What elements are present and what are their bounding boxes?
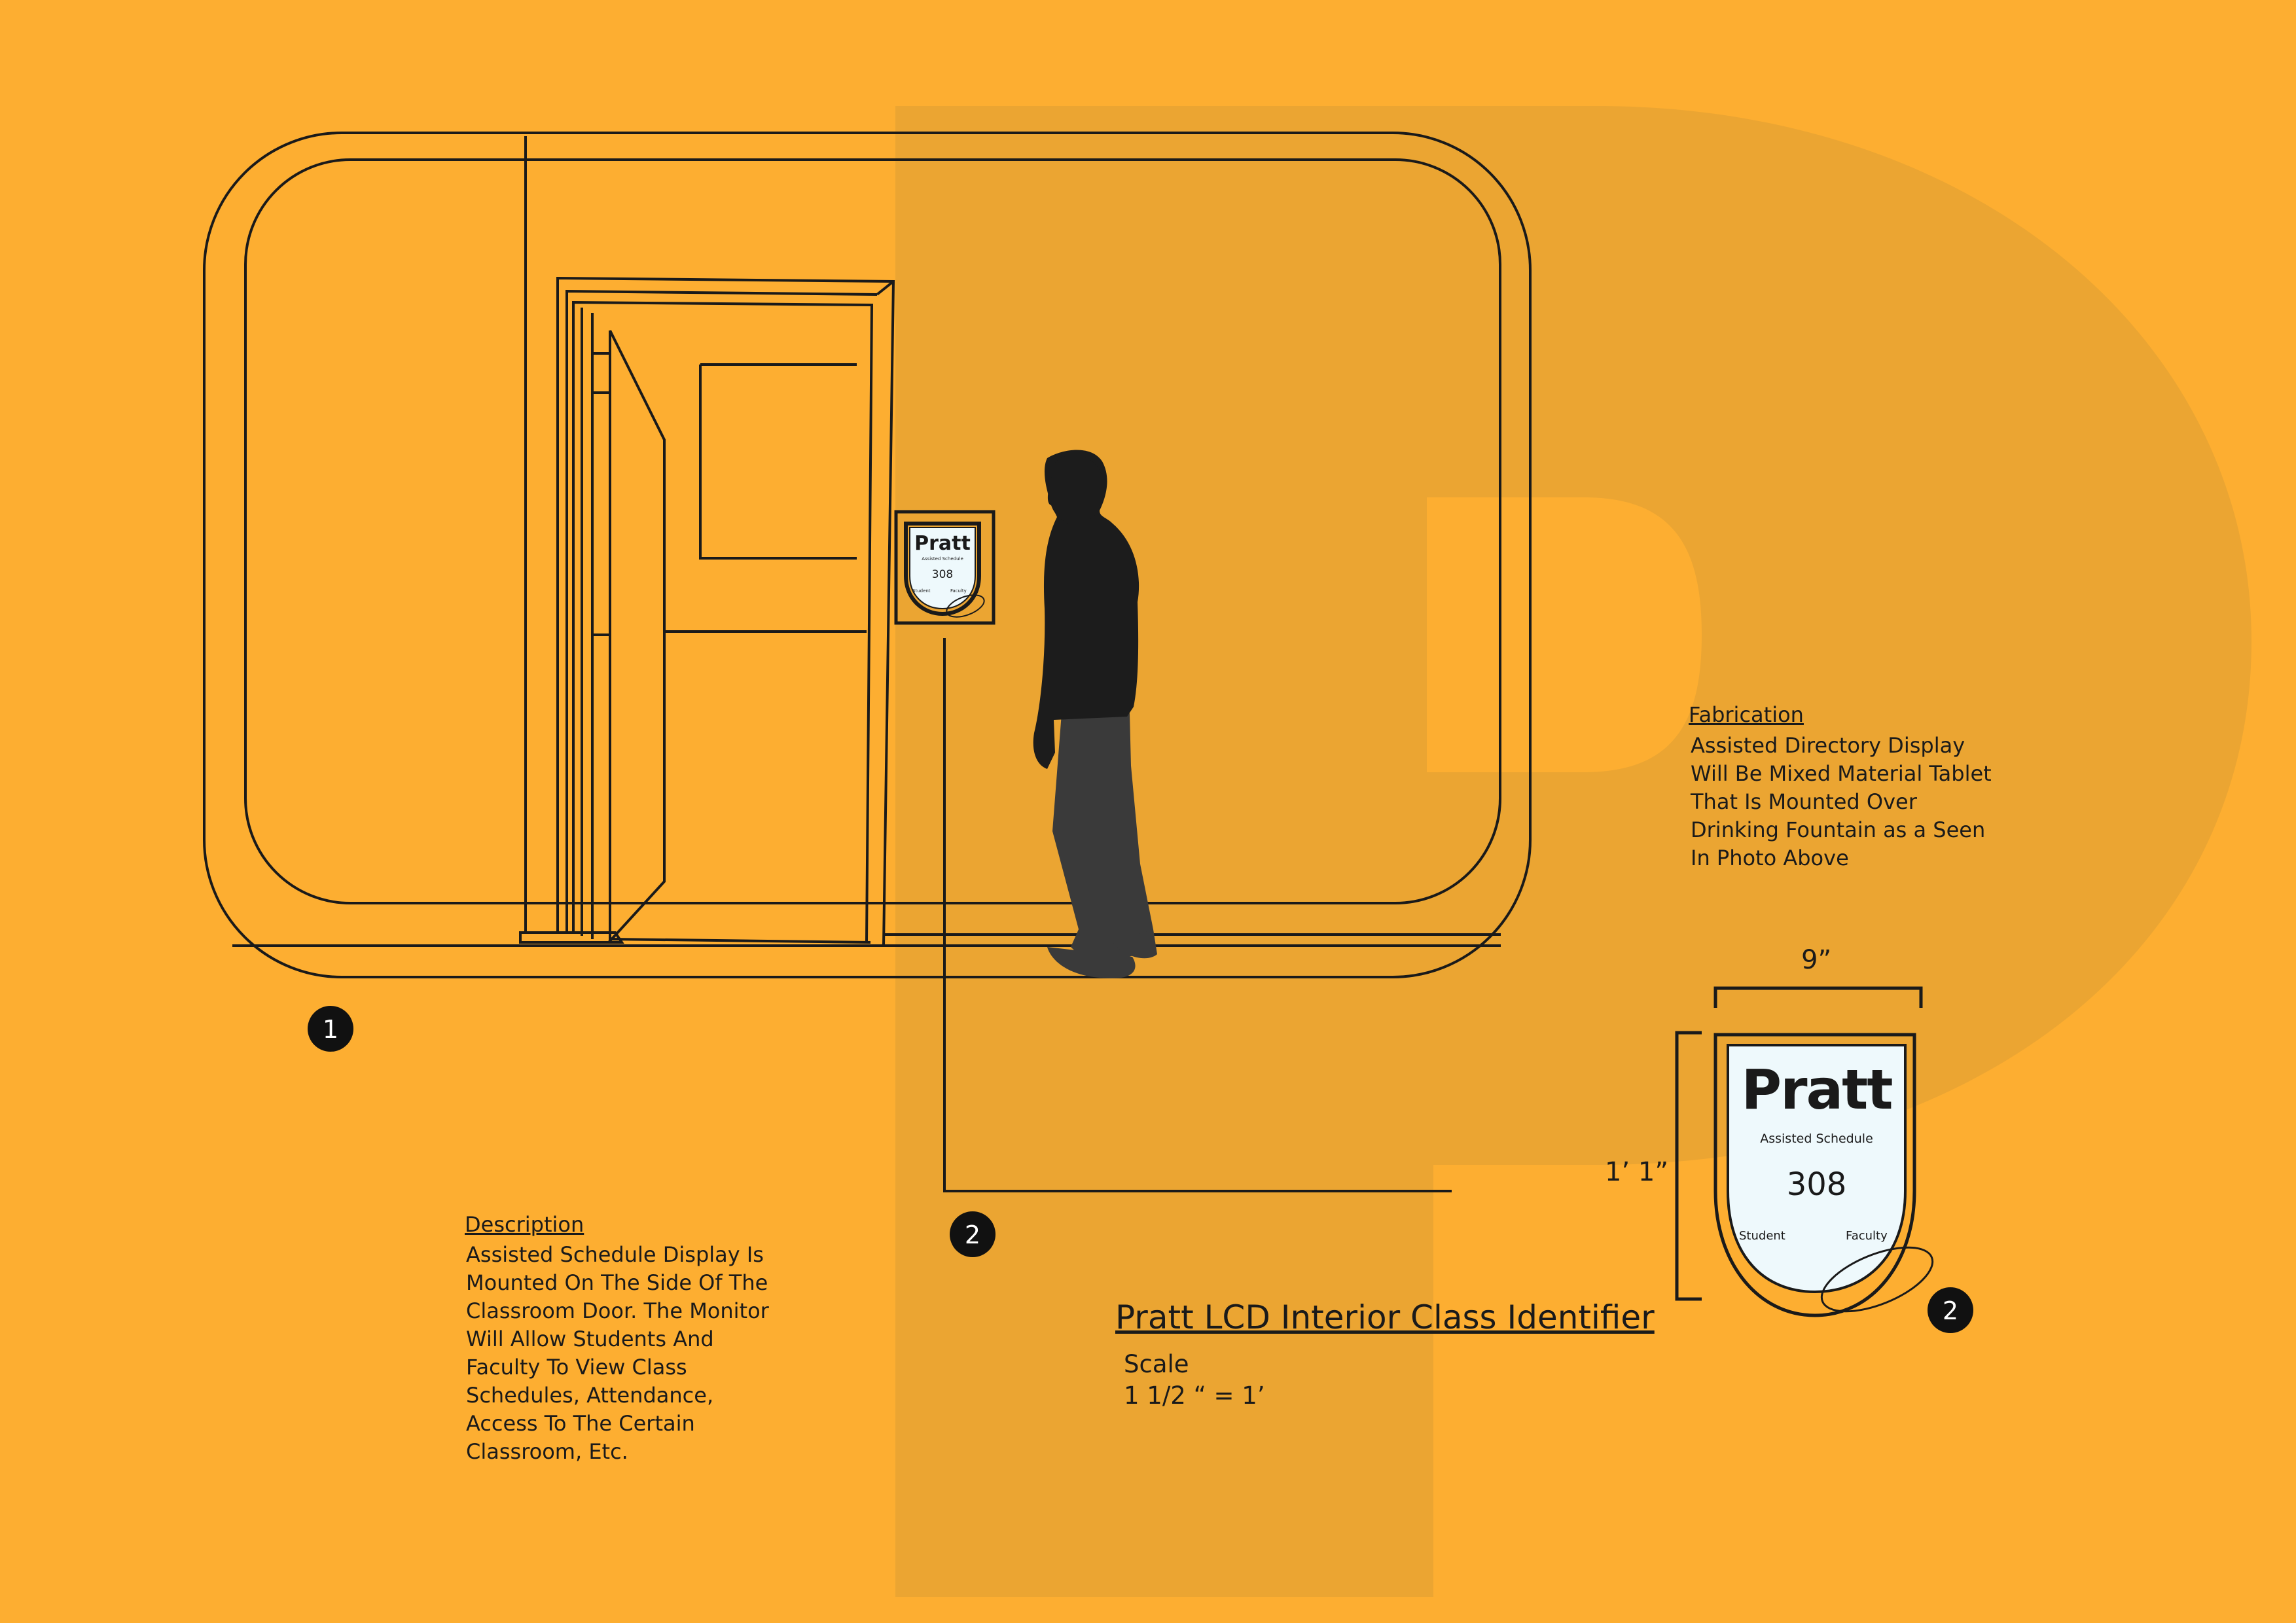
callout-1: 1: [308, 1006, 353, 1052]
watermark-p: [895, 106, 2251, 1597]
description-line: Classroom, Etc.: [466, 1439, 628, 1464]
description-line: Will Allow Students And: [466, 1327, 714, 1351]
small-sign-logo: Pratt: [914, 532, 971, 555]
description-text: Assisted Schedule Display Is Mounted On …: [466, 1241, 769, 1466]
fabrication-line: Drinking Fountain as a Seen: [1691, 817, 1986, 842]
callout-2-small: 2: [950, 1211, 996, 1257]
leader-line: [943, 638, 1452, 1192]
svg-text:2: 2: [1943, 1296, 1958, 1325]
person-silhouette: [1033, 450, 1157, 978]
fabrication-line: In Photo Above: [1691, 846, 1849, 870]
svg-text:1: 1: [323, 1015, 338, 1044]
small-sign-student: Student: [912, 588, 931, 594]
inner-frame: [244, 158, 1501, 904]
sign-logo: Pratt: [1741, 1058, 1893, 1122]
drawing-title: Pratt LCD Interior Class Identifier: [1115, 1298, 1655, 1336]
sign-faculty-button: Faculty: [1846, 1229, 1888, 1243]
description-line: Faculty To View Class: [466, 1355, 687, 1380]
fabrication-line: Assisted Directory Display: [1691, 733, 1965, 758]
description-line: Classroom Door. The Monitor: [466, 1298, 769, 1323]
description-line: Assisted Schedule Display Is: [466, 1242, 764, 1267]
sign-room-number: 308: [1786, 1166, 1847, 1203]
description-heading: Description: [465, 1212, 584, 1237]
fabrication-line: That Is Mounted Over: [1691, 789, 1917, 814]
callout-2-large: 2: [1928, 1287, 1973, 1333]
height-dimension-label: 1’ 1”: [1605, 1157, 1669, 1187]
description-line: Mounted On The Side Of The: [466, 1270, 768, 1295]
sign-screen: [1727, 1044, 1907, 1294]
wall-display-small: [894, 510, 996, 625]
fabrication-heading: Fabrication: [1689, 702, 1804, 727]
width-dimension-label: 9”: [1801, 945, 1832, 975]
sign-subtitle: Assisted Schedule: [1760, 1132, 1873, 1146]
small-sign-room: 308: [931, 568, 954, 581]
sign-bezel-outer: [1713, 1033, 1916, 1317]
small-sign-subtitle: Assisted Schedule: [922, 556, 963, 562]
description-line: Access To The Certain: [466, 1411, 695, 1436]
height-dimension-bracket: [1675, 1031, 1702, 1301]
svg-text:2: 2: [965, 1221, 980, 1249]
outer-frame: [203, 132, 1532, 978]
small-sign-faculty: Faculty: [950, 588, 967, 594]
fabrication-text: Assisted Directory Display Will Be Mixed…: [1691, 732, 1992, 872]
sign-detail: [1713, 1033, 1934, 1317]
scale-label: Scale: [1124, 1350, 1189, 1378]
door: [519, 276, 895, 946]
sign-student-button: Student: [1739, 1229, 1785, 1243]
scale-value: 1 1/2 “ = 1’: [1124, 1382, 1265, 1410]
fabrication-line: Will Be Mixed Material Tablet: [1691, 761, 1992, 786]
sign-reflection-outline: [1820, 1246, 1934, 1313]
width-dimension-bracket: [1713, 986, 1923, 1008]
description-line: Schedules, Attendance,: [466, 1383, 714, 1408]
